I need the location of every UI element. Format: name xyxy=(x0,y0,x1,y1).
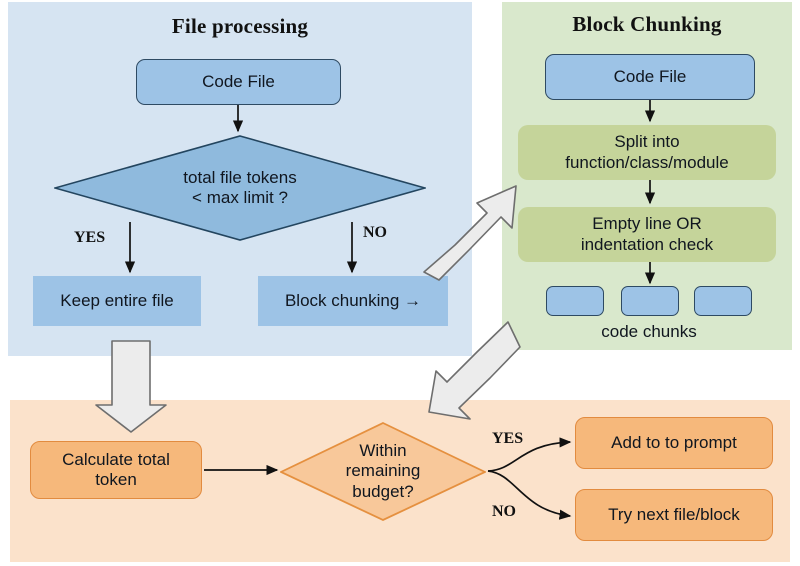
node-empty-line-indentation-check[interactable]: Empty line OR indentation check xyxy=(518,207,776,262)
split-text-line-2: function/class/module xyxy=(565,152,729,172)
caption-code-chunks: code chunks xyxy=(601,322,697,341)
edge-label-budget-yes: YES xyxy=(492,430,524,447)
edge-label-file-yes: YES xyxy=(74,229,106,246)
node-code-chunk-3[interactable] xyxy=(694,286,752,316)
node-file-code-file[interactable]: Code File xyxy=(136,59,341,105)
check-text-line-2: indentation check xyxy=(580,234,714,254)
node-try-next-file-block[interactable]: Try next file/block xyxy=(575,489,773,541)
node-split-into[interactable]: Split into function/class/module xyxy=(518,125,776,180)
decision-diamond-shape xyxy=(52,135,428,241)
budget-diamond-shape xyxy=(278,422,488,521)
node-code-chunk-2[interactable] xyxy=(621,286,679,316)
node-file-token-decision[interactable] xyxy=(52,135,428,241)
node-code-chunk-1[interactable] xyxy=(546,286,604,316)
node-block-chunking-link[interactable]: Block chunking → xyxy=(258,276,448,326)
node-calculate-total-token[interactable]: Calculate total token xyxy=(30,441,202,499)
check-text-line-1: Empty line OR xyxy=(592,214,702,234)
node-budget-decision[interactable] xyxy=(278,422,488,521)
split-text-line-1: Split into xyxy=(614,132,680,152)
calculate-text-line-2: token xyxy=(95,470,137,489)
calculate-text-line-1: Calculate total xyxy=(62,449,170,469)
panel-file-processing-title: File processing xyxy=(171,14,309,38)
edge-label-budget-no: NO xyxy=(492,503,516,520)
node-block-code-file[interactable]: Code File xyxy=(545,54,755,100)
node-add-to-prompt[interactable]: Add to to prompt xyxy=(575,417,773,469)
panel-block-chunking-title: Block Chunking xyxy=(572,12,722,36)
edge-label-file-no: NO xyxy=(363,224,387,241)
node-keep-entire-file[interactable]: Keep entire file xyxy=(33,276,201,326)
